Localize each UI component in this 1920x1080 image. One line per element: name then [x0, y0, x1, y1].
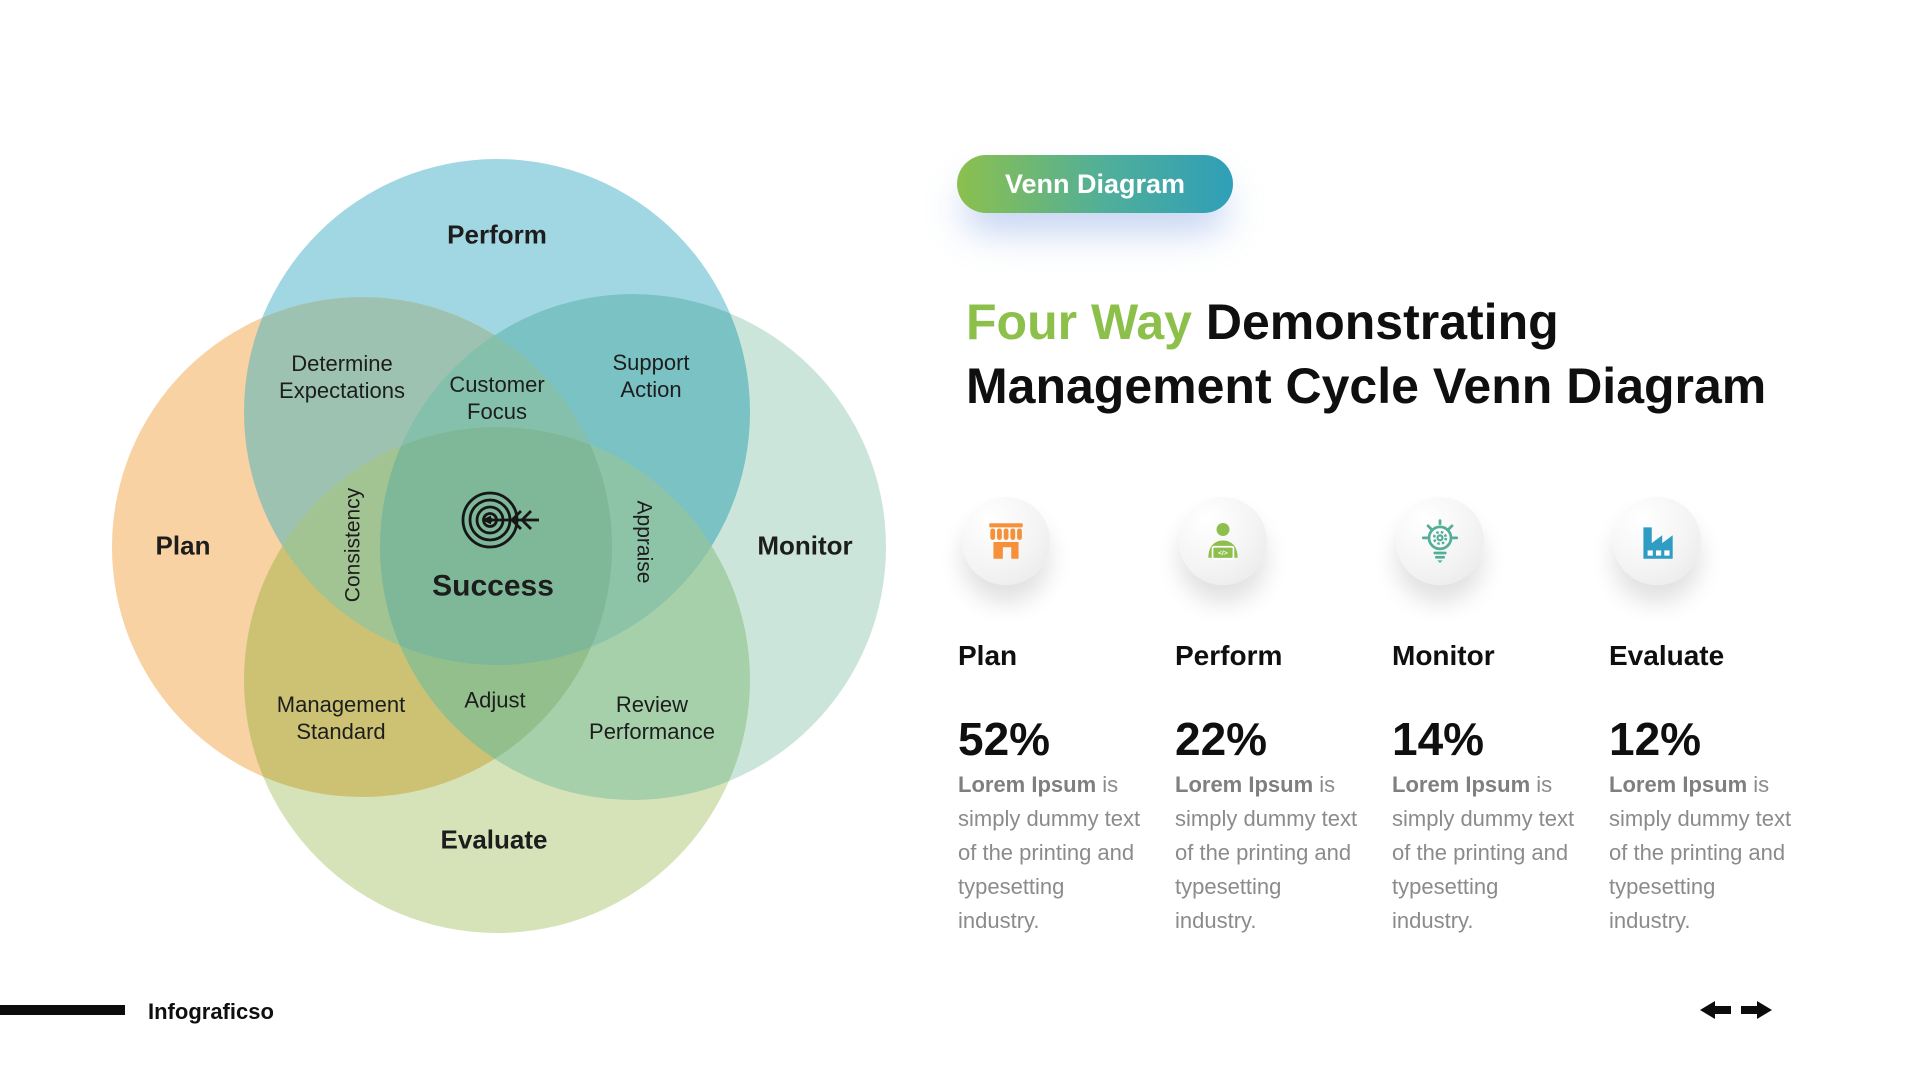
title-line2: Management Cycle Venn Diagram [966, 358, 1767, 414]
stat-plan-label: Plan [958, 640, 1018, 671]
footer-accent-bar [0, 1005, 125, 1015]
venn-diagram-badge: Venn Diagram [957, 155, 1233, 213]
lorem-lead: Lorem Ipsum [1392, 772, 1531, 797]
venn-label-perform: Perform [447, 219, 547, 250]
stat-evaluate-description: Lorem Ipsum is simply dummy text of the … [1609, 768, 1801, 938]
slide-nav-arrows [1700, 1001, 1772, 1019]
region-left-mid [244, 427, 612, 665]
venn-label-determine-expectations: Determine Expectations [279, 351, 405, 403]
lorem-rest: is simply dummy text of the printing and… [1392, 772, 1575, 933]
stat-perform-label: Perform [1175, 640, 1283, 671]
title-rest: Demonstrating [1205, 294, 1559, 350]
stat-plan: Plan 52% Lorem Ipsum is simply dummy tex… [958, 0, 1158, 1080]
stat-perform-description: Lorem Ipsum is simply dummy text of the … [1175, 768, 1367, 938]
venn-label-plan: Plan [155, 530, 211, 561]
stat-plan-description: Lorem Ipsum is simply dummy text of the … [958, 768, 1150, 938]
lorem-rest: is simply dummy text of the printing and… [1609, 772, 1792, 933]
venn-label-consistency: Consistency [341, 487, 365, 603]
stat-evaluate-value: 12% [1609, 713, 1702, 765]
region-right-mid [380, 427, 750, 665]
prev-arrow-icon[interactable] [1700, 1001, 1731, 1019]
stat-perform: </> Perform 22% Lorem Ipsum is simply du… [1175, 0, 1375, 1080]
stat-monitor: Monitor 14% Lorem Ipsum is simply dummy … [1392, 0, 1592, 1080]
lorem-lead: Lorem Ipsum [958, 772, 1097, 797]
venn-label-adjust: Adjust [464, 687, 526, 713]
title-highlight: Four Way [966, 294, 1192, 350]
target-bullseye-icon [461, 491, 539, 549]
lightbulb-gear-icon [1421, 519, 1459, 563]
stat-monitor-description: Lorem Ipsum is simply dummy text of the … [1392, 768, 1584, 938]
lorem-rest: is simply dummy text of the printing and… [1175, 772, 1358, 933]
venn-label-customer-focus: Customer Focus [449, 372, 545, 424]
venn-label-monitor: Monitor [757, 530, 853, 561]
svg-text:</>: </> [1218, 550, 1228, 557]
stat-monitor-label: Monitor [1392, 640, 1495, 671]
stat-plan-icon-circle [962, 497, 1050, 585]
stat-evaluate: Evaluate 12% Lorem Ipsum is simply dummy… [1609, 0, 1809, 1080]
person-laptop-icon: </> [1208, 523, 1238, 560]
lorem-lead: Lorem Ipsum [1175, 772, 1314, 797]
brand-logo-text: Infograficso [148, 999, 274, 1024]
venn-label-review-performance: Review Performance [589, 692, 715, 744]
stat-monitor-icon-circle [1396, 497, 1484, 585]
venn-label-success: Success [432, 569, 554, 603]
factory-icon [1643, 527, 1673, 559]
stat-monitor-value: 14% [1392, 713, 1485, 765]
badge-label: Venn Diagram [1004, 168, 1186, 199]
venn-label-support-action: Support Action [612, 350, 690, 402]
venn-label-evaluate: Evaluate [440, 824, 548, 855]
region-bottom-center [380, 427, 612, 797]
stat-plan-value: 52% [958, 713, 1051, 765]
venn-label-management-standard: Management Standard [276, 692, 406, 744]
venn-circles-svg [112, 159, 886, 933]
storefront-icon [989, 523, 1023, 559]
stat-perform-icon-circle: </> [1179, 497, 1267, 585]
stat-evaluate-icon-circle [1613, 497, 1701, 585]
region-top-center [380, 297, 612, 665]
lorem-lead: Lorem Ipsum [1609, 772, 1748, 797]
stat-evaluate-label: Evaluate [1609, 640, 1725, 671]
venn-label-appraise: Appraise [632, 500, 656, 584]
stat-perform-value: 22% [1175, 713, 1268, 765]
venn-diagram: Perform Plan Monitor Evaluate Determine … [0, 0, 920, 1080]
next-arrow-icon[interactable] [1741, 1001, 1772, 1019]
lorem-rest: is simply dummy text of the printing and… [958, 772, 1141, 933]
page-title: Four Way Demonstrating Management Cycle … [966, 290, 1846, 418]
